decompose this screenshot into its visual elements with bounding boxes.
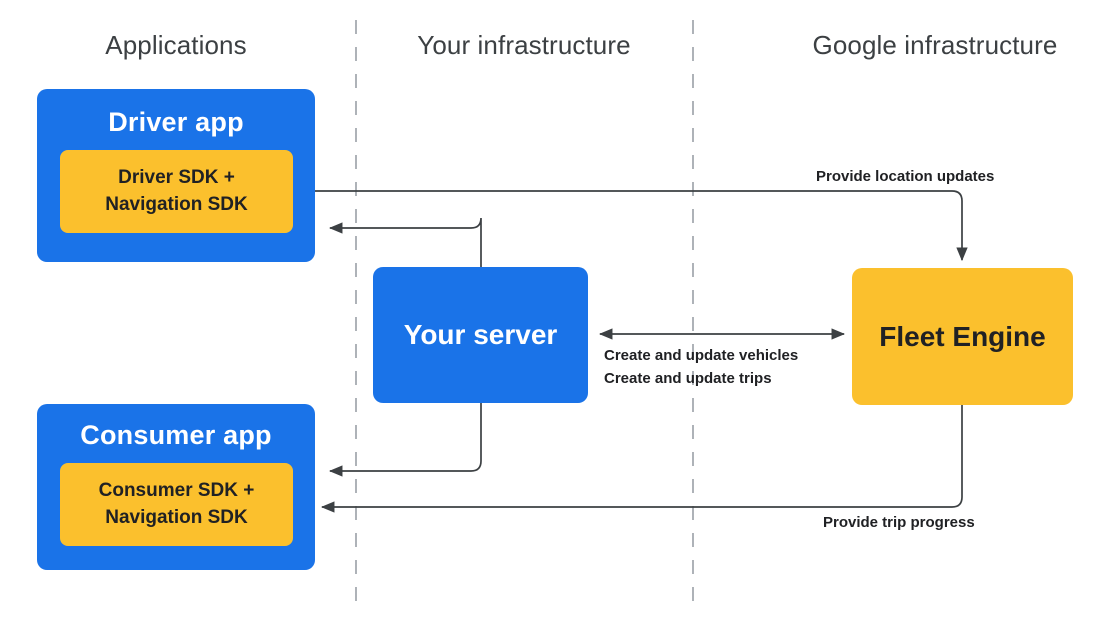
node-driver-sdk[interactable]: Driver SDK + Navigation SDK: [60, 150, 293, 233]
edge-driver-to-fleet-engine: [293, 190, 968, 262]
consumer-sdk-line-2: Navigation SDK: [105, 506, 248, 528]
driver-app-title: Driver app: [108, 107, 244, 137]
edge-label-provide-trip-progress: Provide trip progress: [823, 514, 975, 531]
edge-label-create-update-vehicles: Create and update vehicles: [604, 347, 799, 364]
driver-sdk-line-1: Driver SDK +: [118, 166, 235, 188]
edge-server-to-consumer-app: [328, 403, 482, 477]
node-fleet-engine[interactable]: Fleet Engine: [852, 268, 1073, 405]
node-your-server[interactable]: Your server: [373, 267, 588, 403]
your-server-title: Your server: [403, 319, 558, 350]
zone-title-applications: Applications: [105, 30, 247, 60]
node-consumer-sdk[interactable]: Consumer SDK + Navigation SDK: [60, 463, 293, 546]
edge-fleet-engine-to-consumer-sdk: [320, 405, 963, 513]
consumer-sdk-line-1: Consumer SDK +: [98, 479, 255, 501]
zone-title-your-infrastructure: Your infrastructure: [417, 30, 631, 60]
driver-sdk-line-2: Navigation SDK: [105, 193, 248, 215]
node-driver-app[interactable]: Driver app Driver SDK + Navigation SDK: [37, 89, 315, 262]
edge-label-server-fleet-engine: Create and update vehicles Create and up…: [604, 345, 798, 390]
edge-server-to-driver-app: [328, 217, 482, 267]
node-consumer-app[interactable]: Consumer app Consumer SDK + Navigation S…: [37, 404, 315, 570]
zone-title-google-infrastructure: Google infrastructure: [812, 30, 1058, 60]
fleet-engine-title: Fleet Engine: [879, 320, 1046, 352]
edge-label-create-update-trips: Create and update trips: [604, 369, 772, 387]
edge-label-provide-location-updates: Provide location updates: [816, 168, 995, 185]
consumer-app-title: Consumer app: [80, 420, 272, 450]
